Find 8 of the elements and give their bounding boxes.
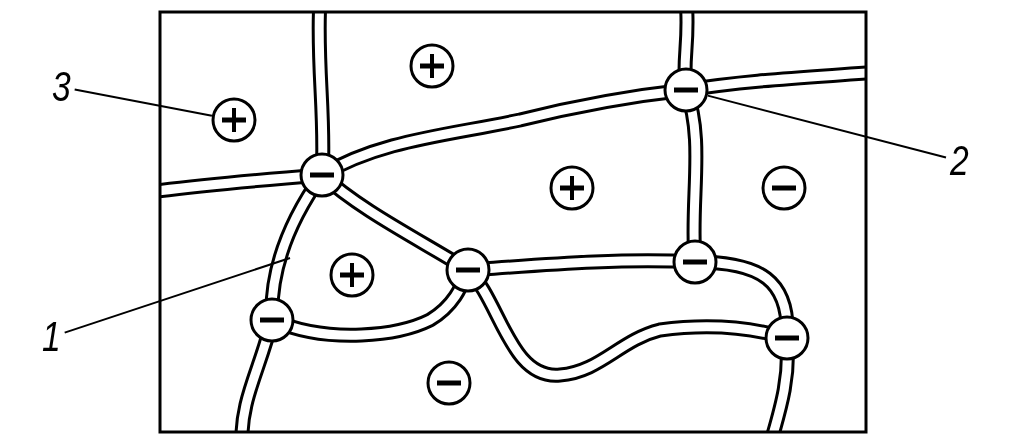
callout-number: 2 [950,140,969,182]
callout-number: 3 [52,66,71,108]
callout-number: 1 [42,316,61,358]
leader-line [73,88,213,117]
leader-line [63,257,291,334]
minus-charge-circle [663,67,709,113]
leader-line [706,94,947,159]
plus-charge-circle [211,97,257,143]
